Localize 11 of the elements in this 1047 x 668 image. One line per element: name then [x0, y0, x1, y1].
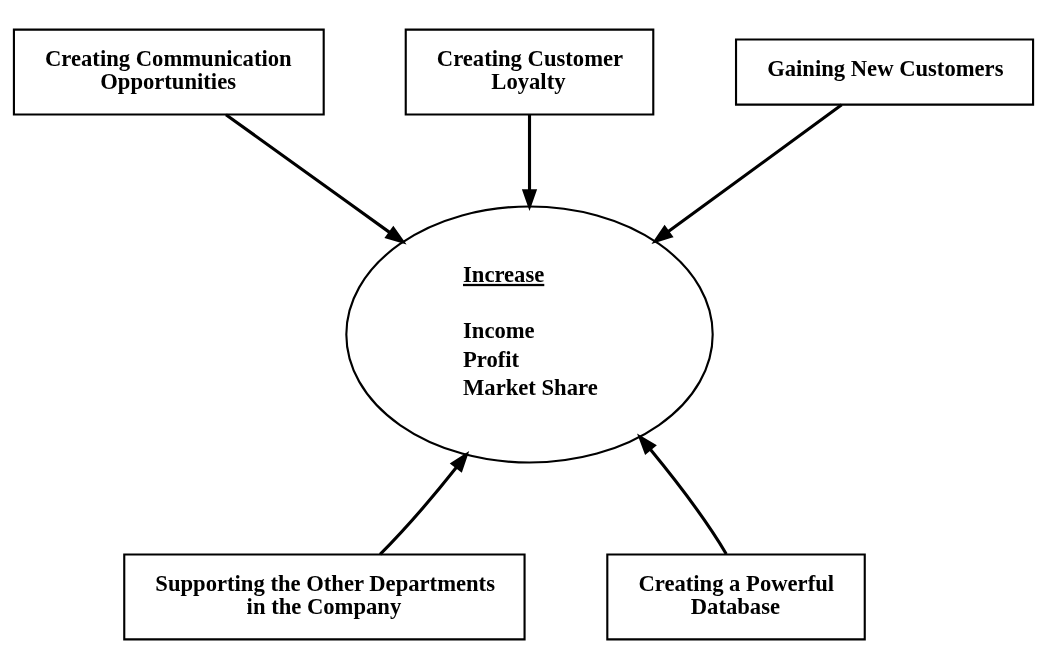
arrow	[637, 432, 728, 555]
node-box: Creating a Powerful Database	[606, 552, 866, 640]
node-box: Creating Customer Loyalty	[404, 28, 655, 116]
arrow	[521, 114, 538, 211]
node-box: Gaining New Customers	[734, 38, 1035, 106]
arrow	[378, 450, 470, 555]
node-ellipse: Increase Income Profit Market Share	[345, 204, 714, 464]
arrow	[651, 103, 843, 244]
arrow	[225, 112, 407, 245]
node-box: Supporting the Other Departments in the Company	[123, 552, 526, 640]
node-box: Creating Communication Opportunities	[12, 28, 325, 116]
